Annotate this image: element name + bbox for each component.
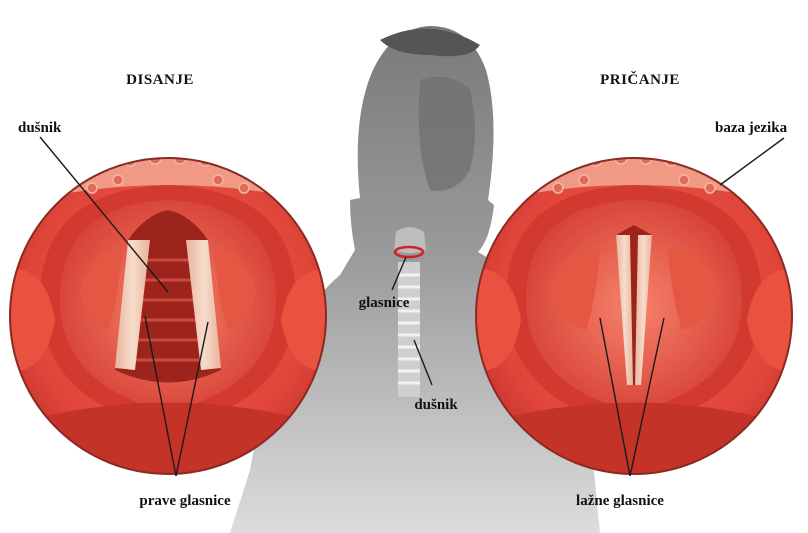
- true-vocal-folds-label: prave glasnice: [139, 493, 231, 509]
- trachea-label-center: dušnik: [414, 397, 458, 413]
- breathing-title: DISANJE: [126, 72, 194, 88]
- false-vocal-folds-label: lažne glasnice: [576, 493, 664, 509]
- speaking-title: PRIČANJE: [600, 71, 680, 88]
- trachea-label-left: dušnik: [18, 120, 62, 136]
- vocal-cords-label: glasnice: [359, 295, 410, 311]
- tongue-base-label: baza jezika: [715, 120, 788, 136]
